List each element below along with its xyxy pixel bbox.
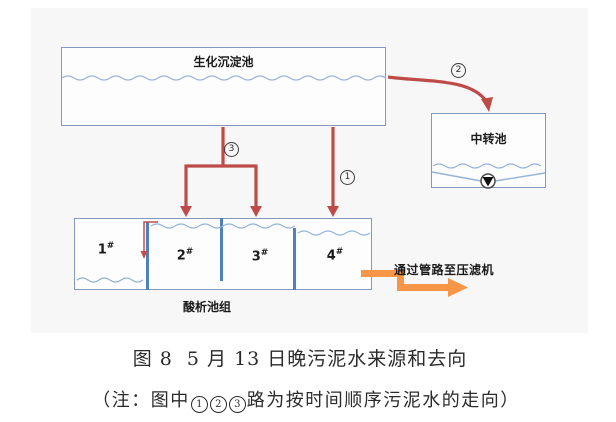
acid-group-label: 酸析池组 — [182, 300, 231, 314]
bio-sedimentation-label: 生化沉淀池 — [193, 55, 254, 69]
note-prefix: （注：图中 — [92, 390, 190, 411]
note-suffix: 路为按时间顺序污泥水的走向） — [246, 390, 520, 411]
note-route-1-badge: 1 — [190, 396, 208, 413]
route-2-badge: 2 — [451, 63, 466, 78]
tank-divider-2 — [220, 218, 223, 281]
cell-hash: # — [335, 247, 344, 257]
bio-sedimentation-tank — [61, 47, 386, 126]
tank-divider-1 — [146, 222, 149, 290]
acid-cell-2-label: 2# — [165, 247, 205, 263]
cell-number: 3 — [251, 249, 261, 265]
cell-hash: # — [260, 248, 269, 258]
acid-cell-3-label: 3# — [240, 248, 280, 264]
tank-divider-3 — [293, 228, 296, 290]
note-route-2-badge: 2 — [209, 396, 227, 413]
outlet-label: 通过管路至压滤机 — [394, 263, 495, 277]
cell-hash: # — [185, 247, 194, 257]
figure-caption: 图 8 5 月 13 日晚污泥水来源和去向 — [132, 348, 468, 370]
acid-cell-1-label: 1# — [86, 241, 126, 257]
acid-cell-4-label: 4# — [315, 247, 355, 263]
transfer-tank-label: 中转池 — [470, 132, 507, 146]
cell-number: 1 — [97, 242, 107, 258]
cell-hash: # — [106, 241, 115, 251]
cell-number: 2 — [176, 248, 186, 264]
note-route-3-badge: 3 — [228, 396, 246, 413]
route-3-badge: 3 — [224, 142, 239, 157]
route-1-badge: 1 — [340, 170, 355, 185]
transfer-tank — [431, 113, 546, 188]
cell-number: 4 — [326, 248, 336, 264]
